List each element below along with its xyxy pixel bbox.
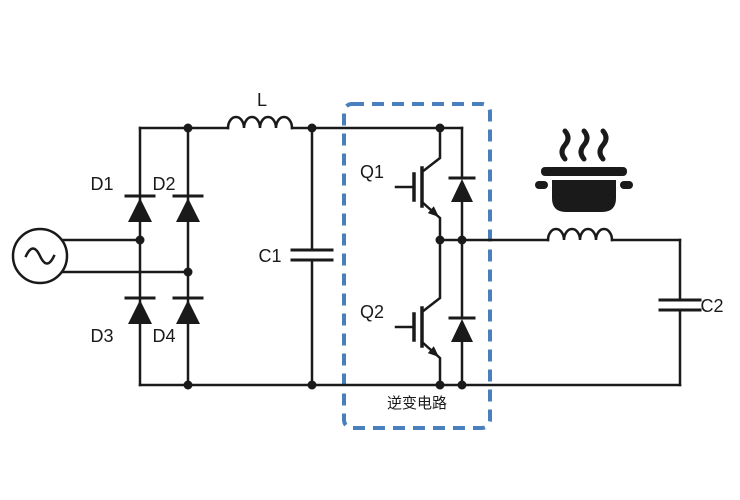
q1-emitter-arrow-icon <box>427 206 439 217</box>
junction-dot <box>183 380 193 390</box>
junction-dot <box>435 235 445 245</box>
q2-collector <box>420 238 442 314</box>
junction-dot <box>135 235 145 245</box>
junction-dot <box>307 380 317 390</box>
work-coil <box>546 227 614 242</box>
junction-dot <box>307 123 317 133</box>
q1-collector <box>420 126 442 174</box>
junction-dot <box>435 380 445 390</box>
label-diode-d4: D4 <box>152 326 175 346</box>
label-capacitor-c2: C2 <box>700 296 723 316</box>
q1-emitter <box>420 200 442 242</box>
cooking-pot-icon <box>535 167 633 212</box>
inverter-section-box <box>342 102 492 430</box>
label-inverter-circuit: 逆变电路 <box>387 395 447 412</box>
sine-wave-icon <box>24 247 56 265</box>
label-diode-d1: D1 <box>90 174 113 194</box>
junction-dot <box>457 380 467 390</box>
q2-emitter-arrow-icon <box>427 346 439 357</box>
d4-diode-icon <box>176 300 200 324</box>
label-inductor-l: L <box>257 90 267 110</box>
d2-diode-icon <box>176 198 200 222</box>
inductor-L-coil <box>226 115 294 130</box>
label-igbt-q1: Q1 <box>360 162 384 182</box>
label-igbt-q2: Q2 <box>360 302 384 322</box>
q2-emitter <box>420 340 442 387</box>
junction-dot <box>183 267 193 277</box>
label-diode-d2: D2 <box>152 174 175 194</box>
q2-diode-icon <box>451 319 473 342</box>
label-diode-d3: D3 <box>90 326 113 346</box>
steam-line <box>559 128 571 162</box>
ac-source-icon <box>11 227 69 285</box>
q1-diode-icon <box>451 179 473 202</box>
label-capacitor-c1: C1 <box>258 246 281 266</box>
steam-line <box>578 128 590 162</box>
labels: L C1 C2 D1 D2 D3 D4 Q1 Q2 逆变电路 <box>90 90 723 412</box>
junction-dot <box>457 235 467 245</box>
wiring <box>11 115 702 387</box>
steam-line <box>597 128 609 162</box>
steam-icon <box>559 128 609 162</box>
junction-dot <box>435 123 445 133</box>
junction-dot <box>183 123 193 133</box>
d3-diode-icon <box>128 300 152 324</box>
d1-diode-icon <box>128 198 152 222</box>
filled-symbols <box>128 123 633 390</box>
